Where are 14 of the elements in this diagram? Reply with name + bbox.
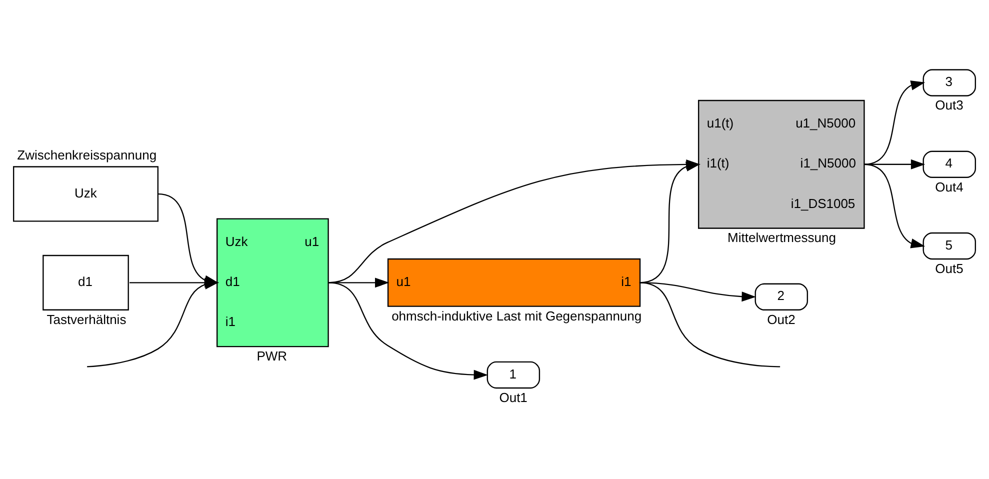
node-label: Tastverhältnis <box>46 312 126 327</box>
arrow <box>328 282 488 380</box>
node-label: Out5 <box>935 260 964 276</box>
arrow <box>864 80 926 165</box>
node-label: Mittelwertmessung <box>728 230 836 246</box>
node-label: Out4 <box>935 179 964 194</box>
node-label: Out3 <box>935 98 964 113</box>
node-label: PWR <box>256 348 288 364</box>
node-label: Out1 <box>499 390 528 405</box>
arrow <box>864 164 926 248</box>
node-label: Out2 <box>767 312 796 327</box>
connector <box>639 282 780 368</box>
node-label: ohmsch-induktive Last mit Gegenspannung <box>392 308 642 324</box>
node-label: Zwischenkreisspannung <box>17 147 157 162</box>
